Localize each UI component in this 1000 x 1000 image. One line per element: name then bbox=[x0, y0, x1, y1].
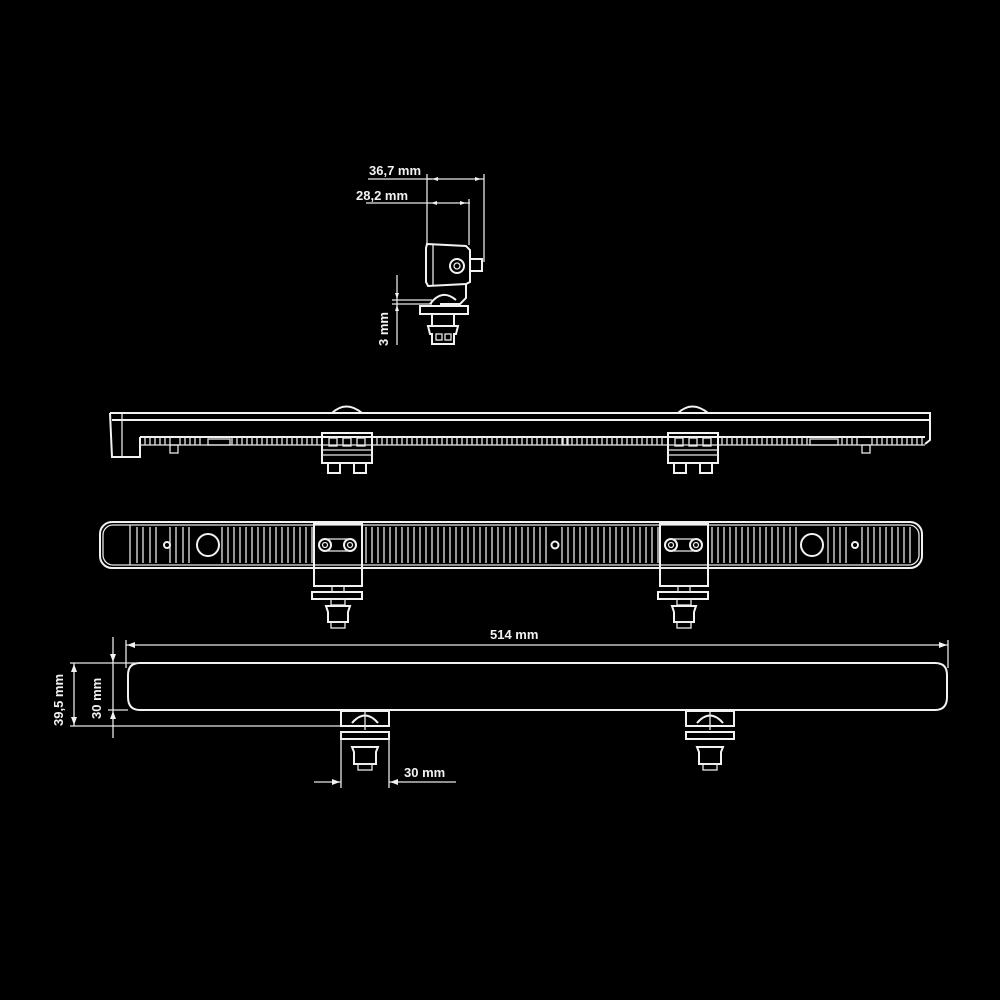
dim-label-total-depth: 36,7 mm bbox=[369, 163, 422, 178]
front-view bbox=[70, 637, 949, 788]
rear-view bbox=[99, 521, 923, 629]
top-view bbox=[109, 405, 931, 474]
dim-label-total-height: 39,5 mm bbox=[51, 673, 66, 726]
front-mount-right bbox=[685, 710, 735, 771]
side-view bbox=[366, 174, 485, 345]
dim-label-body-depth: 28,2 mm bbox=[356, 188, 409, 203]
top-mount-right bbox=[667, 432, 719, 474]
rear-mount-right bbox=[657, 523, 709, 629]
rear-mount-left bbox=[311, 523, 363, 629]
dim-label-mount-width: 30 mm bbox=[404, 765, 446, 780]
dim-label-gap: 3 mm bbox=[376, 312, 391, 346]
dim-label-length: 514 mm bbox=[490, 627, 539, 642]
top-mount-left bbox=[321, 432, 373, 474]
dim-label-lens-height: 30 mm bbox=[89, 677, 104, 719]
front-mount-left bbox=[340, 710, 390, 788]
